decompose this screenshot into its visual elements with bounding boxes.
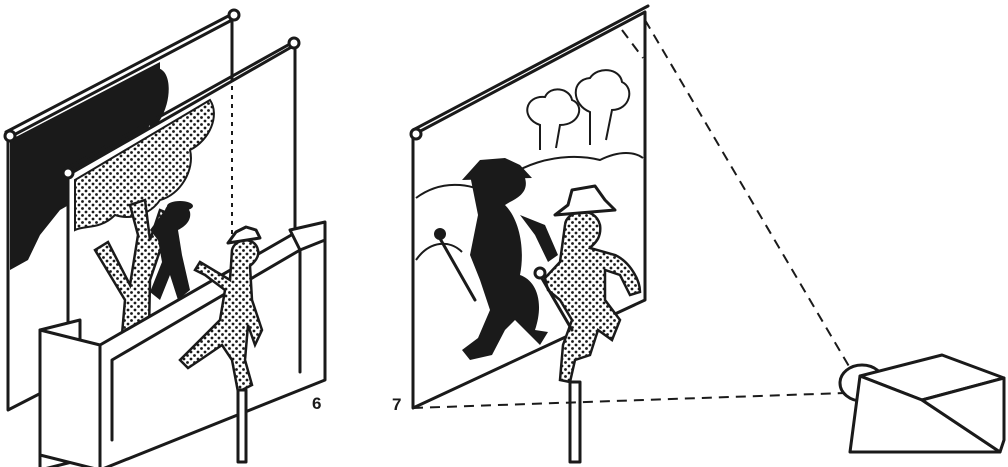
figure-7-projection: 7 (392, 4, 1006, 464)
beam-upper (644, 19, 851, 369)
figure-label-6: 6 (312, 394, 321, 413)
projector (838, 353, 1006, 454)
figure-label-7: 7 (392, 395, 401, 414)
puppet-walker-projected (533, 184, 642, 464)
beam-lower (412, 392, 846, 409)
beam-screen-edge (621, 29, 644, 59)
figure-6-puppet-theatre: 6 (3, 8, 327, 467)
puppet-walker (178, 225, 264, 464)
